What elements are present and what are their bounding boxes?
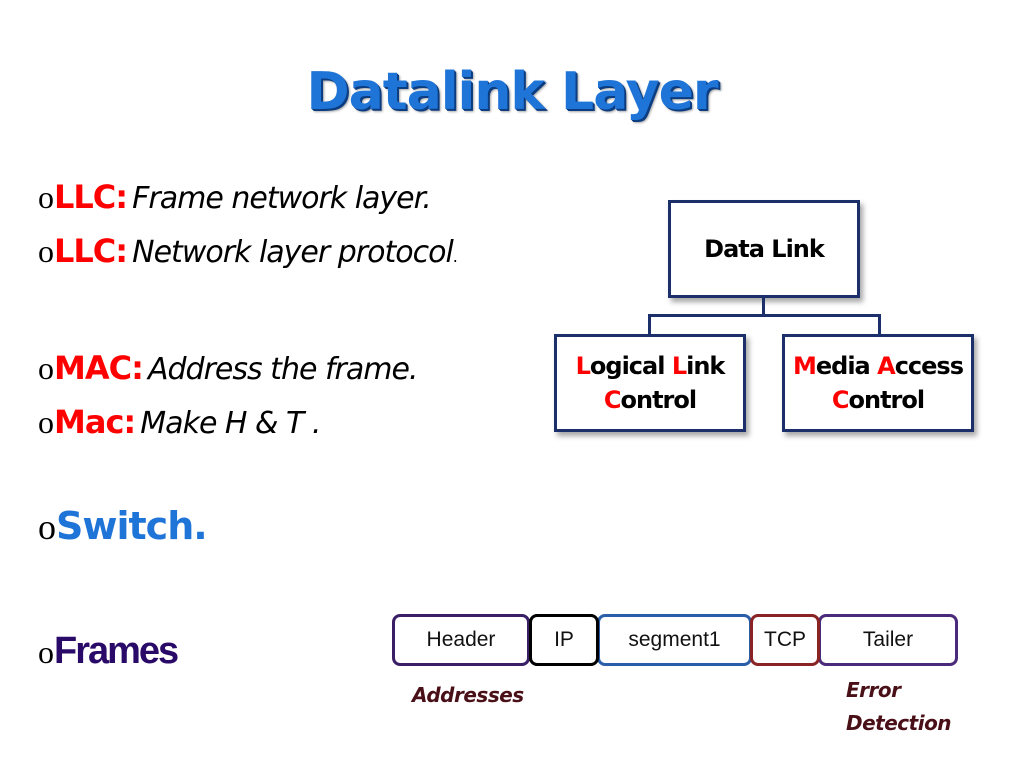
frame-segment-header: Header [392, 614, 530, 666]
bullet-text: Address the frame. [147, 352, 418, 387]
bullet-label: MAC: [54, 349, 144, 387]
bullet-text: Frame network layer. [132, 181, 432, 216]
connector-vertical [762, 298, 765, 316]
segment-label: TCP [764, 628, 806, 651]
bullet-marker: o [38, 634, 54, 670]
connector-horizontal [648, 314, 881, 317]
bullet-marker: o [38, 404, 54, 440]
caption-detection: Detection [846, 711, 952, 735]
llc-letter-3: C [603, 386, 622, 414]
mac-letter-3: C [831, 386, 850, 414]
bullet-mac-address: oMAC: Address the frame. [38, 349, 418, 387]
slide-title: Datalink Layer [306, 62, 719, 122]
bullet-label: Switch. [56, 504, 208, 548]
mac-text-3: ontrol [848, 386, 926, 414]
bullet-marker: o [38, 507, 56, 547]
bullet-mac-make: oMac: Make H & T . [38, 403, 321, 441]
segment-label: IP [554, 628, 574, 651]
segment-label: Tailer [862, 628, 914, 651]
frame-segment-tcp: TCP [750, 614, 820, 666]
bullet-label: LLC: [54, 232, 128, 270]
connector-left-drop [648, 314, 651, 334]
frame-segment-tailer: Tailer [818, 614, 958, 666]
segment-label: Header [426, 628, 496, 651]
connector-right-drop [878, 314, 881, 334]
bullet-marker: o [38, 350, 54, 386]
bullet-marker: o [38, 179, 54, 215]
diagram-llc-box: Logical Link Control [554, 334, 746, 432]
llc-text-3: ontrol [620, 386, 698, 414]
bullet-label: Mac: [54, 403, 136, 441]
frame-segment-payload: segment1 [597, 614, 752, 666]
bullet-switch: oSwitch. [38, 504, 208, 548]
mac-text-1: edia [815, 352, 878, 380]
caption-addresses: Addresses [412, 683, 524, 707]
llc-text-1: ogical [589, 352, 672, 380]
mac-letter-1: M [792, 352, 817, 380]
bullet-text: Make H & T . [140, 406, 321, 441]
bullet-text: Network layer protocol [132, 235, 454, 270]
bullet-marker: o [38, 233, 54, 269]
diagram-root-label: Data Link [704, 235, 825, 263]
caption-error: Error [846, 678, 901, 702]
frame-segment-ip: IP [529, 614, 599, 666]
diagram-root-box: Data Link [668, 200, 860, 298]
bullet-label: LLC: [54, 178, 128, 216]
bullet-frames: oFrames [38, 630, 179, 673]
segment-label: segment1 [628, 628, 721, 651]
bullet-suffix: . [452, 247, 458, 266]
llc-letter-2: L [671, 352, 687, 380]
llc-letter-1: L [575, 352, 591, 380]
bullet-label: Frames [54, 630, 179, 672]
mac-text-2: ccess [894, 352, 964, 380]
bullet-llc-protocol: oLLC: Network layer protocol. [38, 232, 458, 270]
llc-text-2: ink [686, 352, 725, 380]
diagram-mac-box: Media Access Control [782, 334, 974, 432]
bullet-llc-frame: oLLC: Frame network layer. [38, 178, 432, 216]
mac-letter-2: A [877, 352, 896, 380]
